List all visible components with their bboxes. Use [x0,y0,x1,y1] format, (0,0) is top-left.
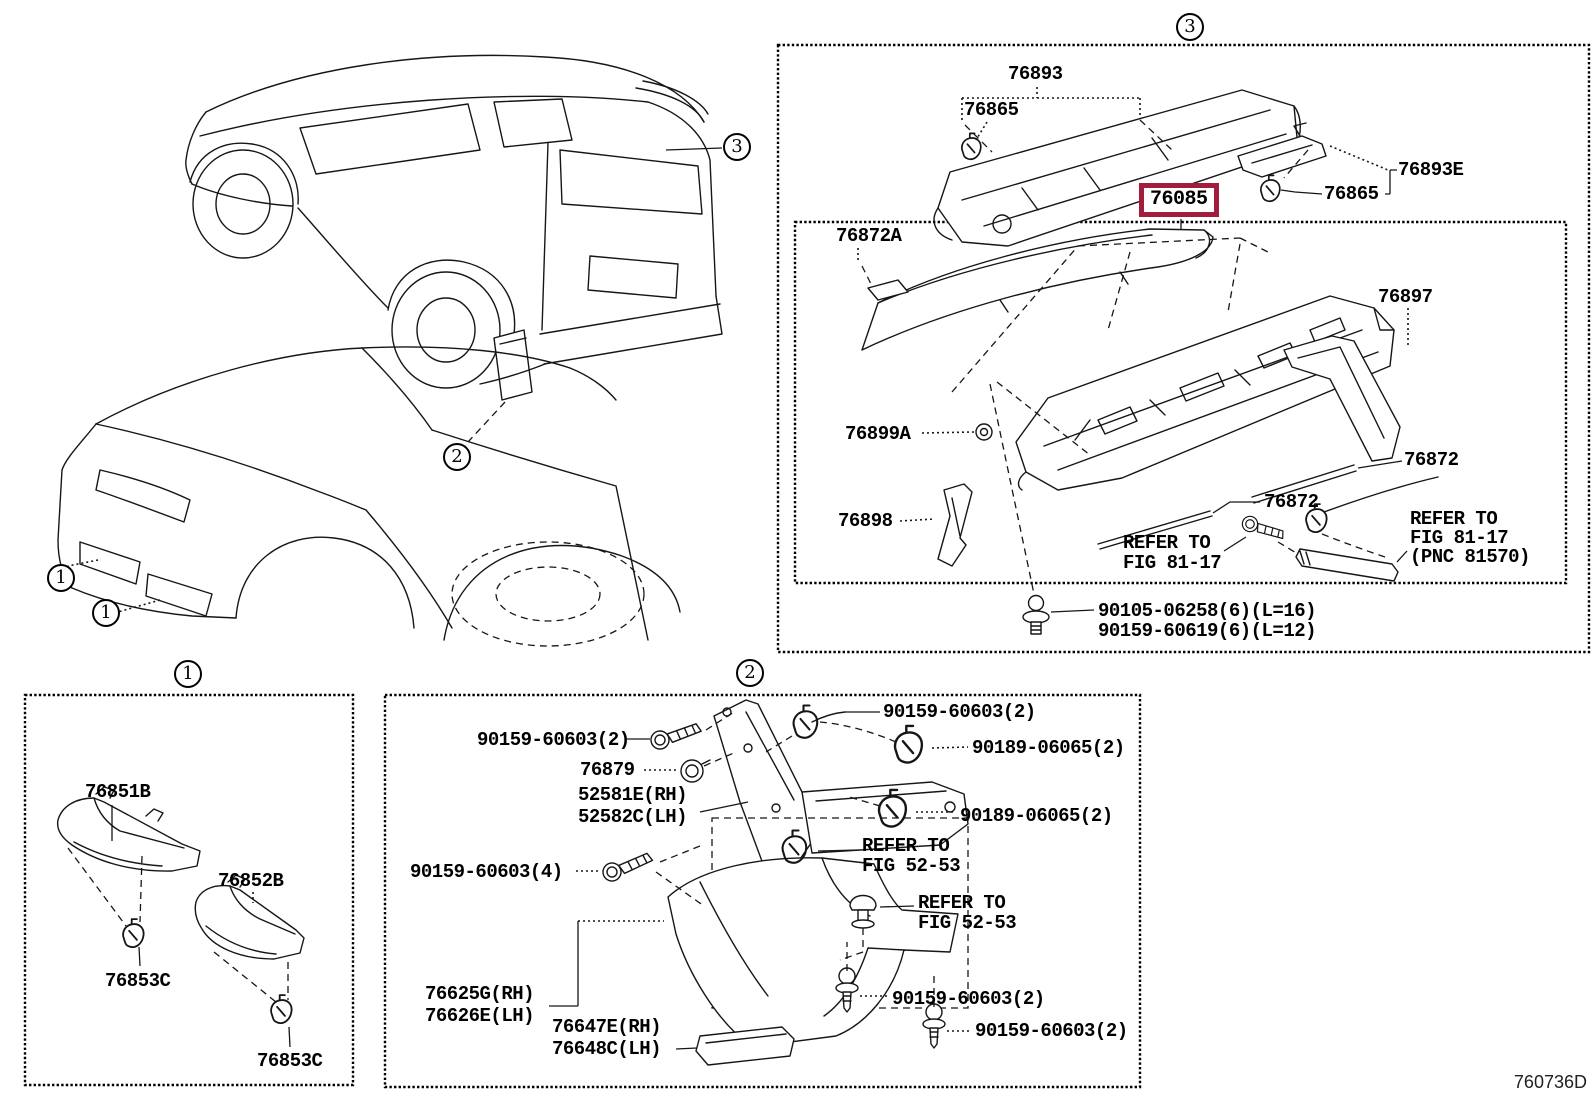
section3-callout: 3 [1176,13,1204,41]
refer-note-fig52-53-b-line1: REFER TO [918,892,1006,914]
garnish-76893-sketch [933,87,1301,247]
part-label-76893E[interactable]: 76893E [1398,159,1464,181]
corner-76897-sketch [1283,308,1409,462]
part-label-76647E[interactable]: 76647E(RH) [552,1016,662,1038]
refer-note-fig52-53-a-line1: REFER TO [862,835,950,857]
part-label-76899A[interactable]: 76899A [845,423,911,445]
part-label-76626E[interactable]: 76626E(LH) [425,1005,535,1027]
part-label-52581E[interactable]: 52581E(RH) [578,784,688,806]
grommet-76899A-sketch [921,423,993,441]
refer-note-fig81-17-line1: REFER TO [1123,532,1211,554]
part-label-76625G[interactable]: 76625G(RH) [425,983,535,1005]
refer-note-pnc81570-line2: FIG 81-17 [1410,527,1509,549]
part-label-76648C[interactable]: 76648C(LH) [552,1038,662,1060]
highlight-box-76085[interactable]: 76085 [1139,183,1219,217]
part-label-52582C[interactable]: 52582C(LH) [578,806,688,828]
part-label-76853C-a[interactable]: 76853C [105,970,171,992]
part-label-90105-06258[interactable]: 90105-06258(6)(L=16) [1098,600,1317,622]
part-label-76898[interactable]: 76898 [838,510,893,532]
part-label-90159-60603-tl[interactable]: 90159-60603(2) [477,729,630,751]
refer-note-pnc81570-line3: (PNC 81570) [1410,546,1530,568]
part-label-90189-06065-a[interactable]: 90189-06065(2) [972,737,1125,759]
section2-fasteners-sketch [549,704,971,1050]
car-front-sketch [57,346,681,647]
part-label-76897[interactable]: 76897 [1378,286,1433,308]
part-label-76893[interactable]: 76893 [1008,63,1063,85]
bolt-90105-sketch [989,383,1095,635]
figure-code: 760736D [1513,1072,1587,1092]
car-front-bumper-callout-b: 1 [92,599,120,627]
car-rear-mudguard-callout: 2 [443,443,471,471]
part-label-90159-60619[interactable]: 90159-60619(6)(L=12) [1098,620,1317,642]
part-label-76865-a[interactable]: 76865 [964,99,1019,121]
refer-note-pnc81570-line1: REFER TO [1410,508,1498,530]
car-rear-spoiler-callout: 3 [723,133,751,161]
part-label-76872-mid[interactable]: 76872 [1264,491,1319,513]
section2-callout: 2 [736,659,764,687]
part-label-76879[interactable]: 76879 [580,759,635,781]
part-label-76872-right[interactable]: 76872 [1404,449,1459,471]
strip-76898-sketch [899,483,973,567]
bracket-76893E-sketch [1180,122,1397,236]
part-label-90189-06065-b[interactable]: 90189-06065(2) [960,805,1113,827]
refer-note-fig81-17-line2: FIG 81-17 [1123,552,1222,574]
part-label-90159-60603-l[interactable]: 90159-60603(4) [410,861,563,883]
part-label-90159-60603-b2[interactable]: 90159-60603(2) [975,1020,1128,1042]
spoiler-76085-sketch [857,228,1214,351]
section-boxes [23,43,1591,1089]
car-rear-sketch [185,54,723,443]
part-label-76852B[interactable]: 76852B [218,870,284,892]
front-mudguard-sketches [56,786,305,1048]
part-label-76851B[interactable]: 76851B [85,781,151,803]
mudguard-bracket-sketch [711,699,969,1009]
part-label-76865-b[interactable]: 76865 [1324,183,1379,205]
refer-note-fig52-53-b-line2: FIG 52-53 [918,912,1017,934]
section1-callout: 1 [174,660,202,688]
part-label-76085: 76085 [1150,188,1208,211]
refer-note-fig52-53-a-line2: FIG 52-53 [862,855,961,877]
moldings-76872-sketch [1097,460,1439,582]
part-label-90159-60603-b1[interactable]: 90159-60603(2) [892,988,1045,1010]
part-label-76853C-b[interactable]: 76853C [257,1050,323,1072]
mudguard-rear-sketch [667,857,959,1066]
car-front-bumper-callout-a: 1 [47,564,75,592]
part-label-76872A[interactable]: 76872A [836,225,902,247]
part-label-90159-60603-tr[interactable]: 90159-60603(2) [883,701,1036,723]
